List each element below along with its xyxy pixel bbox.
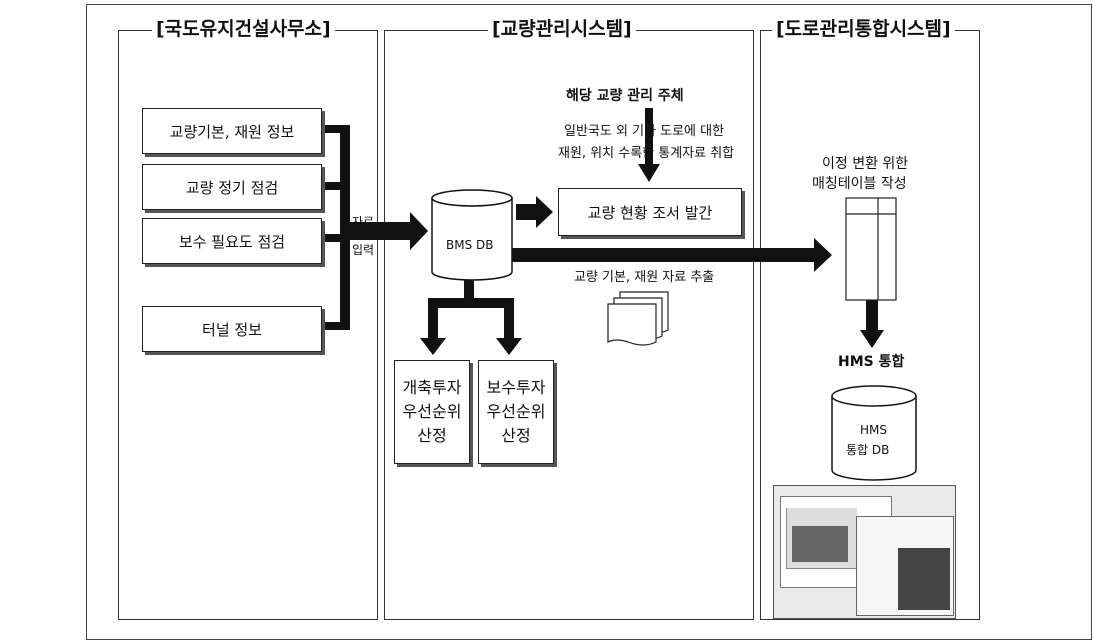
- priority-box-reconstruction: 개축투자 우선순위 산정: [394, 360, 470, 464]
- priority-box-repair-line1: 보수투자: [487, 376, 546, 400]
- export-arrow-head: [814, 238, 832, 272]
- document-stack-icon: [608, 292, 668, 345]
- desc-line1: 일반국도 외 기타 도로에 대한: [564, 122, 724, 142]
- report-box: 교량 현황 조서 발간: [558, 188, 742, 236]
- input-label-line2: 입력: [352, 240, 374, 260]
- left-box-repair-check: 보수 필요도 점검: [142, 218, 322, 264]
- tree-left-leg: [428, 298, 438, 340]
- left-box-bridge-inspection: 교량 정기 점검: [142, 164, 322, 210]
- hms-db-line1: HMS: [860, 420, 887, 440]
- agency-label: 해당 교량 관리 주체: [566, 86, 684, 106]
- input-label-line1: 자료: [352, 212, 374, 232]
- table-note-line2: 매칭테이블 작성: [812, 174, 907, 194]
- priority-box-reconstruction-line3: 산정: [417, 424, 446, 448]
- tree-left-head: [420, 338, 446, 355]
- priority-box-reconstruction-line1: 개축투자: [403, 376, 462, 400]
- report-arrow-shaft: [516, 204, 538, 220]
- table-note-line1: 이정 변환 위한: [822, 154, 908, 174]
- tree-right-head: [496, 338, 522, 355]
- hms-db-line2: 통합 DB: [846, 440, 889, 460]
- agency-arrow-head: [638, 164, 660, 182]
- extract-label: 교량 기본, 재원 자료 추출: [574, 268, 714, 288]
- left-box-tunnel: 터널 정보: [142, 306, 322, 352]
- bms-db-label: BMS DB: [446, 235, 494, 255]
- hms-arrow-shaft: [866, 298, 878, 332]
- export-arrow-shaft: [510, 248, 816, 262]
- report-arrow-head: [536, 196, 553, 228]
- priority-box-reconstruction-line2: 우선순위: [403, 400, 462, 424]
- hms-label: HMS 통합: [838, 352, 904, 372]
- desc-line2: 재원, 위치 수록한 통계자료 취합: [558, 144, 734, 164]
- thumbnail-image: [898, 548, 950, 610]
- tree-bar: [428, 298, 514, 308]
- input-arrow-head: [410, 212, 428, 250]
- thumbnail-chart-fill: [792, 526, 848, 562]
- matching-table-icon: [846, 198, 896, 300]
- priority-box-repair: 보수투자 우선순위 산정: [478, 360, 554, 464]
- connector-bus: [340, 125, 350, 330]
- hms-arrow-head: [860, 330, 884, 348]
- priority-box-repair-line2: 우선순위: [487, 400, 546, 424]
- left-box-bridge-basic: 교량기본, 재원 정보: [142, 108, 322, 154]
- priority-box-repair-line3: 산정: [501, 424, 530, 448]
- tree-right-leg: [504, 298, 514, 340]
- screenshot-thumbnail: [773, 485, 956, 619]
